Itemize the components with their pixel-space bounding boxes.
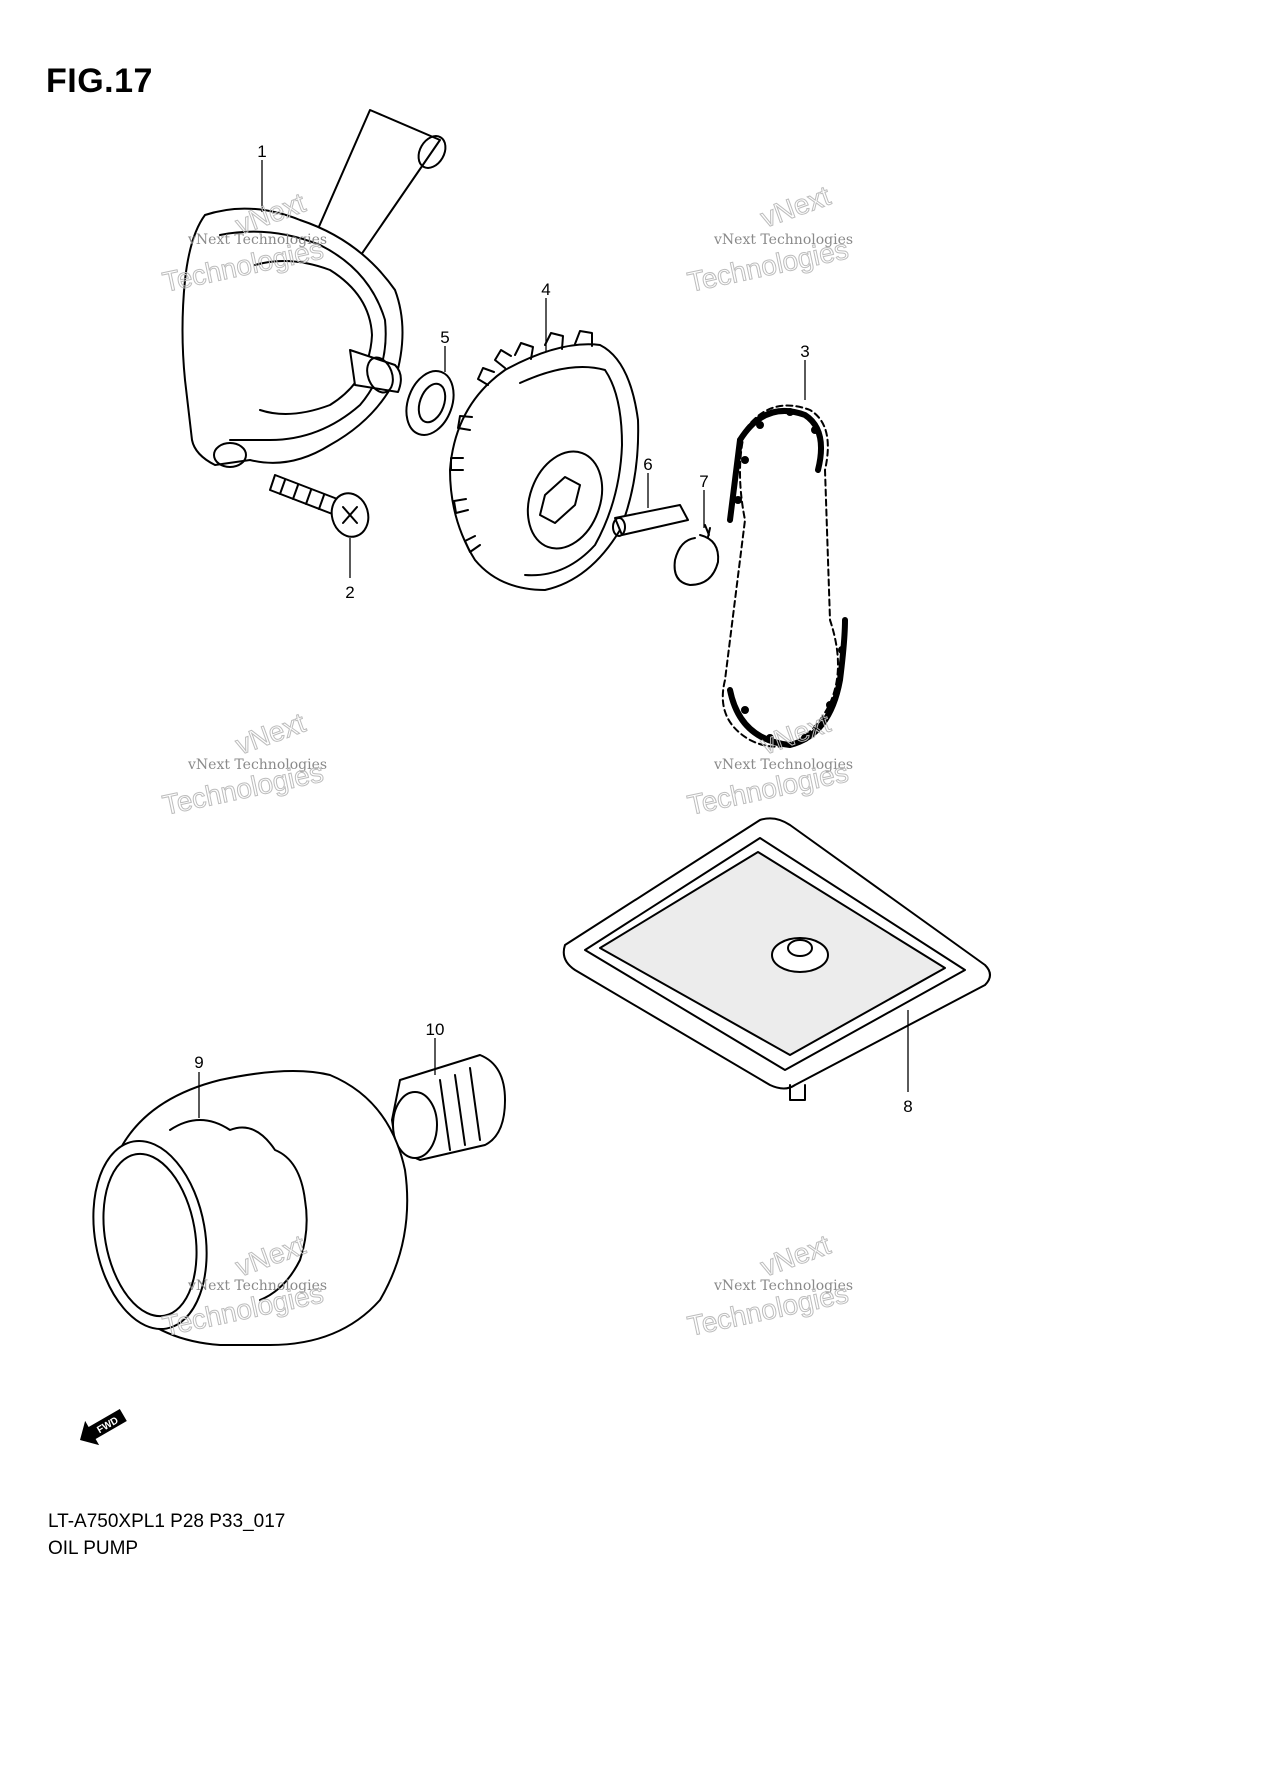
callout-7: 7: [699, 472, 708, 491]
svg-text:vNext Technologies: vNext Technologies: [187, 757, 327, 773]
svg-text:vNext Technologies: vNext Technologies: [187, 1278, 327, 1294]
svg-text:vNext: vNext: [756, 707, 834, 761]
callout-8: 8: [903, 1097, 912, 1116]
pin: [612, 504, 689, 537]
svg-text:vNext Technologies: vNext Technologies: [713, 1278, 853, 1294]
leader-lines: [198, 160, 909, 1118]
oil-filter: [92, 1070, 409, 1346]
drive-chain: [721, 404, 848, 748]
callout-10: 10: [426, 1020, 445, 1039]
oil-pump-body: [181, 109, 447, 468]
watermark-2: vNext vNext Technologies Technologies: [684, 179, 853, 298]
figure-footer: LT-A750XPL1 P28 P33_017 OIL PUMP: [48, 1508, 285, 1562]
union-bolt: [391, 1054, 506, 1161]
callout-4: 4: [541, 280, 550, 299]
fwd-arrow-icon: FWD: [80, 1408, 127, 1446]
svg-text:vNext Technologies: vNext Technologies: [187, 232, 327, 248]
svg-text:vNext: vNext: [756, 1229, 834, 1283]
sprocket: [449, 330, 640, 591]
svg-text:vNext: vNext: [231, 707, 309, 761]
oil-strainer: [562, 817, 991, 1101]
model-code: LT-A750XPL1 P28 P33_017: [48, 1511, 286, 1532]
callout-1: 1: [257, 142, 266, 161]
callout-2: 2: [345, 583, 354, 602]
circlip: [673, 524, 720, 586]
figure-title: FIG.17: [46, 62, 153, 100]
washer: [405, 370, 455, 436]
watermark-3: vNext vNext Technologies Technologies: [159, 706, 327, 821]
watermark-4: vNext vNext Technologies Technologies: [684, 706, 853, 821]
svg-text:FWD: FWD: [95, 1415, 120, 1436]
svg-text:vNext Technologies: vNext Technologies: [713, 757, 853, 773]
callout-numbers: 1 2 3 4 5 6 7 8 9 10: [194, 142, 912, 1116]
bolt: [269, 474, 370, 538]
callout-9: 9: [194, 1053, 203, 1072]
watermark-6: vNext vNext Technologies Technologies: [684, 1228, 853, 1342]
callout-3: 3: [800, 342, 809, 361]
svg-text:vNext Technologies: vNext Technologies: [713, 232, 853, 248]
section-name: OIL PUMP: [48, 1538, 139, 1559]
svg-text:vNext: vNext: [756, 180, 834, 234]
callout-5: 5: [440, 328, 449, 347]
callout-6: 6: [643, 455, 652, 474]
